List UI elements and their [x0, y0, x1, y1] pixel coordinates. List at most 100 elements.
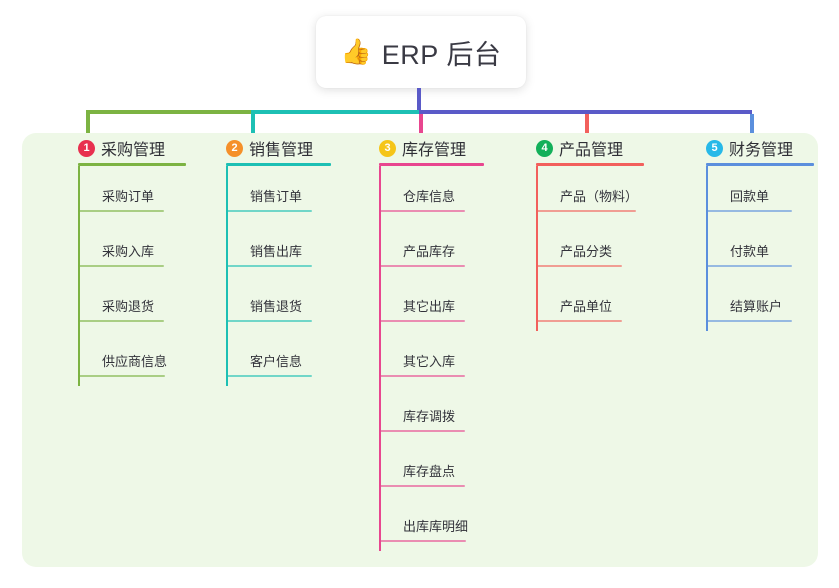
list-item-label: 回款单 — [730, 189, 770, 204]
column-header-2[interactable]: 2 销售管理 — [212, 133, 377, 163]
column-badge-2: 2 — [226, 139, 243, 157]
column-rule-4 — [536, 163, 644, 166]
list-item-label: 其它入库 — [403, 354, 456, 369]
drop-connector-2 — [251, 114, 255, 140]
drop-connector-1 — [86, 114, 90, 140]
bus-segment-2 — [251, 110, 419, 114]
list-item[interactable]: 出库库明细 — [379, 496, 530, 551]
list-item[interactable]: 产品分类 — [536, 221, 687, 276]
column-spine-4 — [536, 166, 538, 331]
list-item[interactable]: 库存盘点 — [379, 441, 530, 496]
list-item[interactable]: 其它入库 — [379, 331, 530, 386]
column-title-4: 产品管理 — [559, 142, 624, 159]
list-item[interactable]: 仓库信息 — [379, 166, 530, 221]
list-item[interactable]: 销售出库 — [226, 221, 377, 276]
list-item-rule — [78, 210, 164, 212]
drop-connector-3 — [419, 114, 423, 140]
column-spine-2 — [226, 166, 228, 386]
list-item-rule — [226, 320, 312, 322]
column-header-4[interactable]: 4 产品管理 — [522, 133, 687, 163]
bus-segment-1 — [86, 110, 251, 114]
column-title-5: 财务管理 — [729, 142, 794, 159]
list-item[interactable]: 付款单 — [706, 221, 839, 276]
column-items-2: 销售订单销售出库销售退货客户信息 — [226, 166, 377, 386]
list-item-label: 销售退货 — [250, 299, 303, 314]
column-spine-3 — [379, 166, 381, 551]
column-rule-1 — [78, 163, 186, 166]
list-item[interactable]: 其它出库 — [379, 276, 530, 331]
list-item[interactable]: 销售退货 — [226, 276, 377, 331]
bus-segment-3 — [419, 110, 752, 114]
column-rule-5 — [706, 163, 814, 166]
column-1: 1 采购管理采购订单采购入库采购退货供应商信息 — [64, 133, 229, 386]
list-item-label: 客户信息 — [250, 354, 303, 369]
list-item-label: 采购订单 — [102, 189, 155, 204]
column-badge-5: 5 — [706, 139, 723, 157]
column-rule-2 — [226, 163, 331, 166]
list-item-rule — [226, 265, 312, 267]
list-item-rule — [706, 320, 792, 322]
list-item[interactable]: 采购入库 — [78, 221, 229, 276]
page-title: ERP 后台 — [381, 39, 502, 70]
trunk-connector — [417, 88, 421, 110]
list-item-rule — [379, 320, 465, 322]
column-badge-1: 1 — [78, 139, 95, 157]
list-item-rule — [379, 485, 465, 487]
list-item-label: 仓库信息 — [403, 189, 456, 204]
thumbs-up-icon: 👍 — [340, 37, 372, 66]
list-item-label: 产品库存 — [403, 244, 456, 259]
list-item-rule — [536, 320, 622, 322]
list-item-rule — [78, 265, 164, 267]
list-item-rule — [78, 375, 165, 377]
list-item-rule — [536, 265, 622, 267]
list-item-rule — [78, 320, 164, 322]
list-item-rule — [706, 210, 792, 212]
list-item[interactable]: 产品库存 — [379, 221, 530, 276]
column-items-3: 仓库信息产品库存其它出库其它入库库存调拨库存盘点出库库明细 — [379, 166, 530, 551]
list-item-rule — [379, 375, 465, 377]
column-title-3: 库存管理 — [402, 142, 467, 159]
list-item-label: 库存调拨 — [403, 409, 456, 424]
list-item-label: 产品（物料） — [560, 189, 639, 204]
list-item[interactable]: 产品单位 — [536, 276, 687, 331]
list-item[interactable]: 结算账户 — [706, 276, 839, 331]
list-item-label: 结算账户 — [730, 299, 783, 314]
list-item-rule — [536, 210, 636, 212]
list-item[interactable]: 客户信息 — [226, 331, 377, 386]
list-item-label: 采购退货 — [102, 299, 155, 314]
column-header-5[interactable]: 5 财务管理 — [692, 133, 839, 163]
column-spine-5 — [706, 166, 708, 331]
column-items-4: 产品（物料） 产品分类产品单位 — [536, 166, 687, 331]
column-5: 5 财务管理回款单付款单结算账户 — [692, 133, 839, 331]
list-item[interactable]: 回款单 — [706, 166, 839, 221]
column-rule-3 — [379, 163, 484, 166]
column-header-1[interactable]: 1 采购管理 — [64, 133, 229, 163]
list-item-label: 出库库明细 — [403, 519, 469, 534]
list-item-label: 产品单位 — [560, 299, 613, 314]
list-item-rule — [379, 265, 465, 267]
drop-connector-5 — [750, 114, 754, 140]
list-item[interactable]: 供应商信息 — [78, 331, 229, 386]
list-item-label: 销售订单 — [250, 189, 303, 204]
list-item-rule — [226, 375, 312, 377]
list-item-label: 采购入库 — [102, 244, 155, 259]
list-item[interactable]: 采购订单 — [78, 166, 229, 221]
list-item-rule — [706, 265, 792, 267]
column-title-2: 销售管理 — [249, 142, 314, 159]
list-item[interactable]: 库存调拨 — [379, 386, 530, 441]
list-item[interactable]: 采购退货 — [78, 276, 229, 331]
list-item-label: 库存盘点 — [403, 464, 456, 479]
column-title-1: 采购管理 — [101, 142, 166, 159]
list-item-rule — [379, 540, 466, 542]
column-2: 2 销售管理销售订单销售出库销售退货客户信息 — [212, 133, 377, 386]
list-item[interactable]: 产品（物料） — [536, 166, 687, 221]
column-spine-1 — [78, 166, 80, 386]
diagram-panel: 1 采购管理采购订单采购入库采购退货供应商信息 2 销售管理销售订单销售出库销售退货客… — [22, 133, 818, 567]
list-item-label: 供应商信息 — [102, 354, 168, 369]
drop-connector-4 — [585, 114, 589, 140]
list-item[interactable]: 销售订单 — [226, 166, 377, 221]
list-item-rule — [379, 430, 465, 432]
column-badge-4: 4 — [536, 139, 553, 157]
